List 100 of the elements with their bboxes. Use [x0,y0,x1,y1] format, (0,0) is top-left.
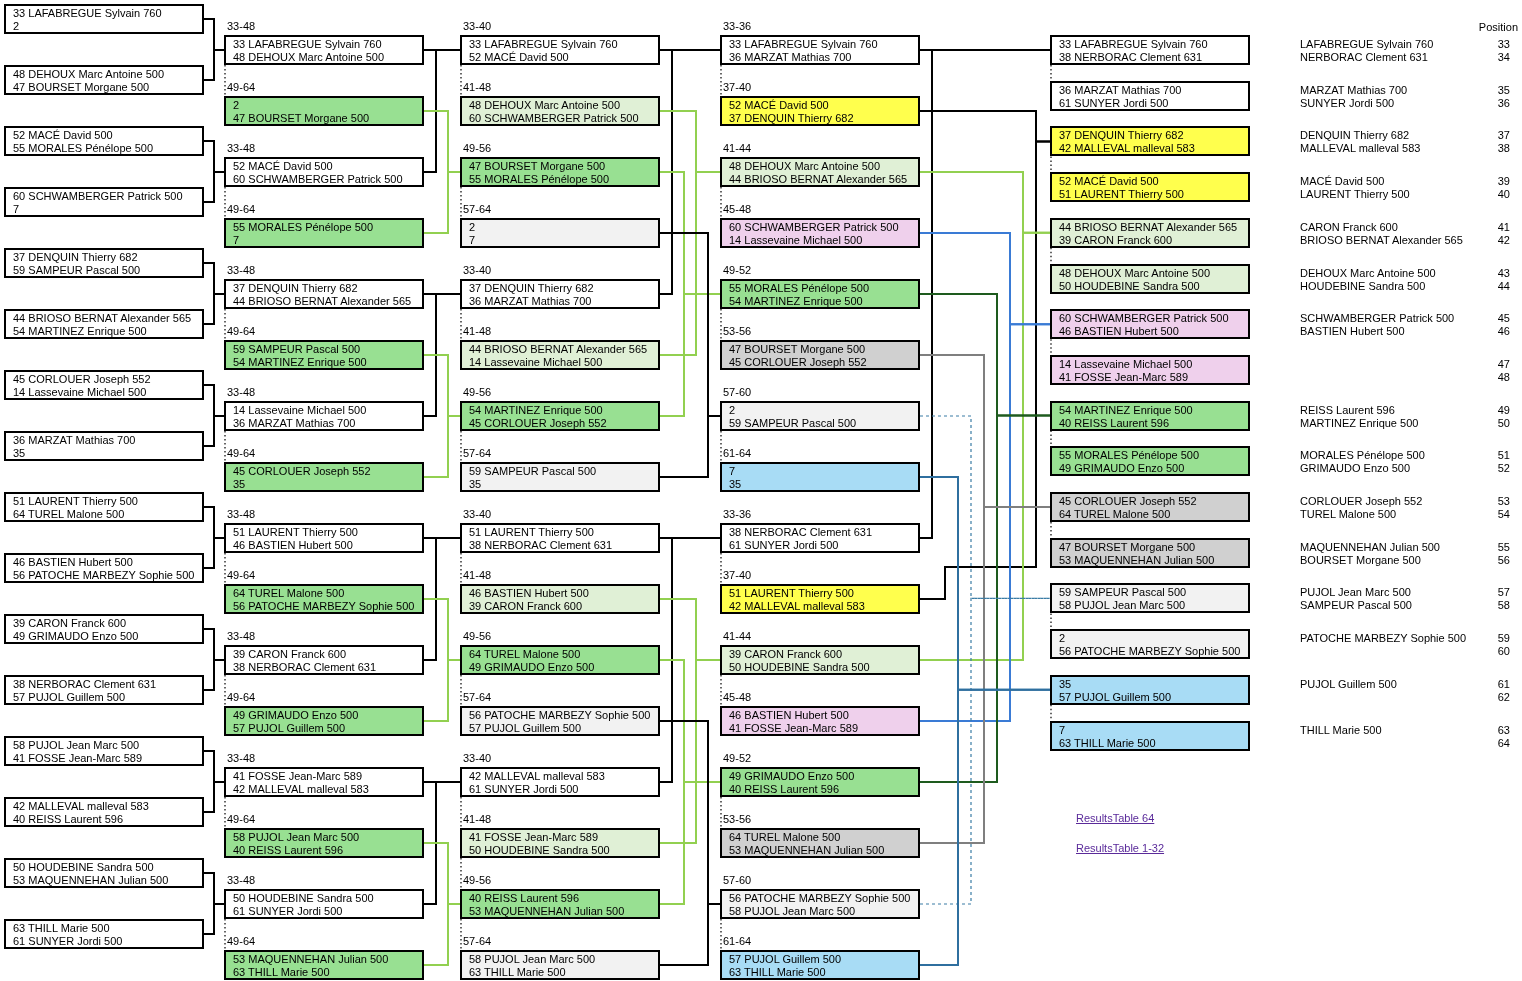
player-entry: 39 CARON Franck 600 [729,648,843,661]
match-box [720,35,920,65]
match-box [720,523,920,553]
dotted-line [720,918,722,951]
position-number: 50 [1497,416,1510,430]
player-entry: 40 REISS Laurent 596 [729,783,840,796]
dotted-line [720,430,722,463]
match-box [460,462,660,492]
connector-line [203,781,225,813]
position-number: 63 [1497,723,1510,737]
match-box [224,706,424,736]
match-box [1050,583,1250,614]
round-label: 61-64 [723,447,752,460]
round-label: 49-64 [227,691,256,704]
player-entry: 61 SUNYER Jordi 500 [233,905,343,918]
position-number: 57 [1497,586,1510,600]
match-box [4,65,204,95]
connector-line [423,49,461,173]
match-box [1050,400,1250,431]
player-entry: 47 BOURSET Morgane 500 [469,160,606,173]
player-entry: 42 MALLEVAL malleval 583 [1059,142,1195,156]
connector-line [659,49,721,295]
player-entry: 45 CORLOUER Joseph 552 [469,417,607,430]
position-number: 53 [1497,495,1510,508]
player-entry: 51 LAURENT Thierry 500 [1059,188,1184,202]
round-label: 41-48 [463,325,492,338]
position-number: 35 [1497,83,1510,97]
position-number: 36 [1497,96,1510,110]
player-entry: 41 FOSSE Jean-Marc 589 [1059,370,1188,384]
player-name: PUJOL Jean Marc 500 [1300,586,1411,600]
player-entry: 42 MALLEVAL malleval 583 [469,770,605,783]
position-number: 46 [1497,325,1510,339]
dotted-line [460,918,462,951]
player-entry: 37 DENQUIN Thierry 682 [233,282,358,295]
player-entry: 45 CORLOUER Joseph 552 [13,373,151,386]
player-entry: 52 MACÉ David 500 [13,129,113,142]
match-box [224,35,424,65]
match-box [1050,217,1250,248]
player-entry: 2 [233,99,240,112]
player-entry: 61 SUNYER Jordi 500 [1059,96,1169,110]
player-entry: 40 REISS Laurent 596 [13,813,124,826]
player-entry: 41 FOSSE Jean-Marc 589 [469,831,598,844]
player-name: PUJOL Guillem 500 [1300,677,1397,691]
player-entry: 7 [13,203,20,216]
player-entry: 49 GRIMAUDO Enzo 500 [729,770,855,783]
match-box [460,584,660,614]
player-entry: 36 MARZAT Mathias 700 [1059,83,1182,97]
match-box [1050,537,1250,568]
connector-line [423,903,461,966]
player-entry: 53 MAQUENNEHAN Julian 500 [233,953,389,966]
match-box [720,645,920,675]
position-number: 38 [1497,142,1510,156]
connector-line [203,537,225,569]
player-entry: 54 MARTINEZ Enrique 500 [729,295,863,308]
player-entry: 35 [1059,677,1072,691]
round-label: 49-56 [463,142,492,155]
position-number: 58 [1497,599,1510,613]
player-entry: 55 MORALES Pénélope 500 [13,142,154,155]
match-box [720,157,920,187]
connector-line [919,231,1051,661]
results-link: ResultsTable 1-32 [1076,842,1165,855]
match-box [1050,126,1250,157]
player-name: MARTINEZ Enrique 500 [1300,416,1419,430]
player-entry: 44 BRIOSO BERNAT Alexander 565 [729,173,908,186]
player-entry: 35 [13,447,26,460]
player-entry: 49 GRIMAUDO Enzo 500 [233,709,359,722]
player-name: DEHOUX Marc Antoine 500 [1300,266,1436,280]
player-name: SUNYER Jordi 500 [1300,96,1395,110]
player-entry: 63 THILL Marie 500 [469,966,566,979]
round-label: 61-64 [723,935,752,948]
match-box [224,828,424,858]
connector-line [203,415,225,447]
position-number: 60 [1497,645,1510,659]
match-box [720,828,920,858]
player-name: SCHWAMBERGER Patrick 500 [1300,312,1455,326]
player-name: GRIMAUDO Enzo 500 [1300,462,1411,476]
match-box [460,828,660,858]
player-entry: 64 TUREL Malone 500 [729,831,841,844]
dotted-line [460,674,462,707]
dotted-line [460,430,462,463]
round-label: 33-40 [463,752,492,765]
dotted-line [1050,430,1052,447]
player-entry: 7 [469,234,476,247]
connector-line [423,293,461,417]
player-entry: 50 HOUDEBINE Sandra 500 [13,861,154,874]
player-entry: 57 PUJOL Guillem 500 [1059,690,1172,704]
match-box [1050,354,1250,385]
match-box [4,126,204,156]
player-entry: 41 FOSSE Jean-Marc 589 [729,722,858,735]
match-box [460,767,660,797]
player-entry: 51 LAURENT Thierry 500 [729,587,854,600]
position-number: 59 [1497,632,1510,646]
connector-line [423,537,461,661]
match-box [224,218,424,248]
match-box [4,431,204,461]
match-box [224,584,424,614]
player-entry: 58 PUJOL Jean Marc 500 [233,831,360,844]
round-label: 33-48 [227,630,256,643]
match-box [4,4,204,34]
match-box [1050,492,1250,522]
